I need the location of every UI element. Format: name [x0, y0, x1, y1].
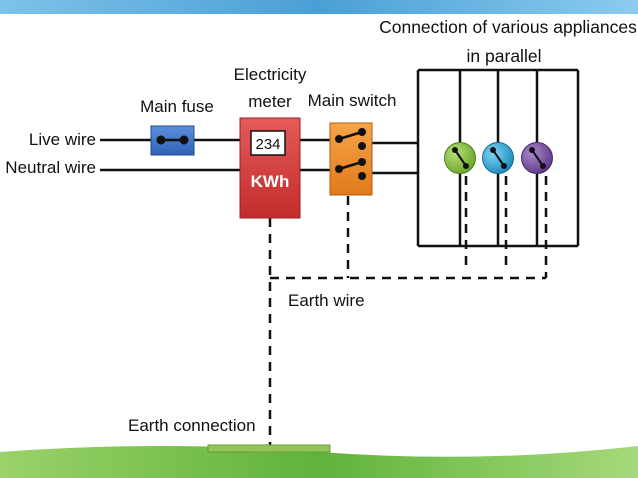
meter-display: [250, 130, 286, 156]
meter-reading: 234: [255, 136, 280, 153]
appliance-2: [482, 142, 514, 174]
appliance-frame: [416, 68, 580, 248]
top-band: [0, 0, 638, 14]
main-fuse-label: Main fuse: [140, 97, 214, 116]
neutral-wire-label: Neutral wire: [5, 158, 96, 177]
bottom-band: [0, 446, 638, 478]
appliances-title-line1: Connection of various appliances: [379, 17, 637, 37]
appliances-title-line2: in parallel: [467, 46, 542, 66]
appliance-1: [444, 142, 476, 174]
meter-label-line2: meter: [248, 92, 292, 111]
electricity-meter: 234 KWh: [239, 117, 301, 219]
live-wire-label: Live wire: [29, 130, 96, 149]
main-switch-label: Main switch: [308, 91, 397, 110]
earth-connection-label: Earth connection: [128, 416, 256, 435]
main-switch: [329, 122, 373, 196]
earth-wire-label: Earth wire: [288, 291, 365, 310]
earth-plate: [207, 444, 331, 453]
appliance-3: [521, 142, 553, 174]
earth-wires: [268, 176, 548, 445]
main-fuse: [150, 125, 195, 156]
meter-unit: KWh: [251, 172, 290, 191]
meter-label-line1: Electricity: [234, 65, 307, 84]
